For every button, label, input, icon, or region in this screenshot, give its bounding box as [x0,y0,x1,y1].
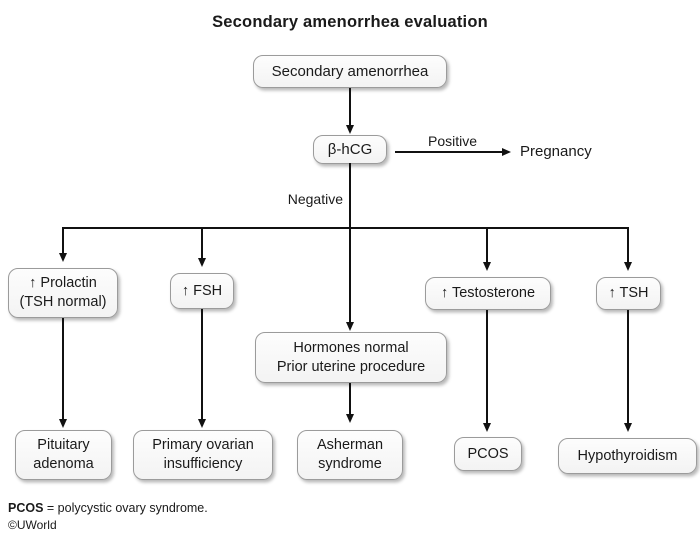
edge-testosterone-pcos-line [486,310,488,424]
node-pituitary-adenoma: Pituitary adenoma [15,430,112,480]
node-secondary-amenorrhea: Secondary amenorrhea [253,55,447,88]
edge-fsh-poi-line [201,309,203,420]
node-asherman-syndrome: Asherman syndrome [297,430,403,480]
edge-root-bhcg-line [349,88,351,126]
edge-label-negative: Negative [287,191,343,207]
node-bhcg: β-hCG [313,135,387,164]
abbreviation-definition: = polycystic ovary syndrome. [43,501,208,515]
edge-positive-line [395,151,502,153]
arrowhead-down-icon [624,262,632,271]
edge-prolactin-pituitary-line [62,318,64,420]
edge-junction-testosterone-line [486,227,488,263]
edge-negative-line [349,163,351,323]
arrowhead-down-icon [483,262,491,271]
edge-junction-tsh-line [627,227,629,263]
arrowhead-down-icon [198,419,206,428]
abbreviation-term: PCOS [8,501,44,515]
arrowhead-down-icon [483,423,491,432]
arrowhead-down-icon [59,253,67,262]
edge-label-positive: Positive [427,133,478,149]
arrowhead-down-icon [346,322,354,331]
endpoint-pregnancy: Pregnancy [520,143,592,160]
node-hormones-normal: Hormones normal Prior uterine procedure [255,332,447,383]
abbreviation-note: PCOS = polycystic ovary syndrome. [8,501,208,515]
page-title: Secondary amenorrhea evaluation [212,13,488,31]
arrowhead-down-icon [624,423,632,432]
arrowhead-down-icon [346,414,354,423]
edge-tsh-hypothyroidism-line [627,310,629,424]
arrowhead-down-icon [59,419,67,428]
junction-bar-line [63,227,629,229]
node-fsh: ↑ FSH [170,273,234,309]
arrowhead-down-icon [198,258,206,267]
edge-hormones-asherman-line [349,383,351,415]
arrowhead-right-icon [502,148,511,156]
edge-junction-fsh-line [201,227,203,259]
node-primary-ovarian-insufficiency: Primary ovarian insufficiency [133,430,273,480]
copyright-credit: ©UWorld [8,518,57,532]
node-prolactin: ↑ Prolactin (TSH normal) [8,268,118,318]
node-tsh: ↑ TSH [596,277,661,310]
node-testosterone: ↑ Testosterone [425,277,551,310]
arrowhead-down-icon [346,125,354,134]
node-pcos: PCOS [454,437,522,471]
edge-junction-prolactin-line [62,227,64,254]
node-hypothyroidism: Hypothyroidism [558,438,697,474]
